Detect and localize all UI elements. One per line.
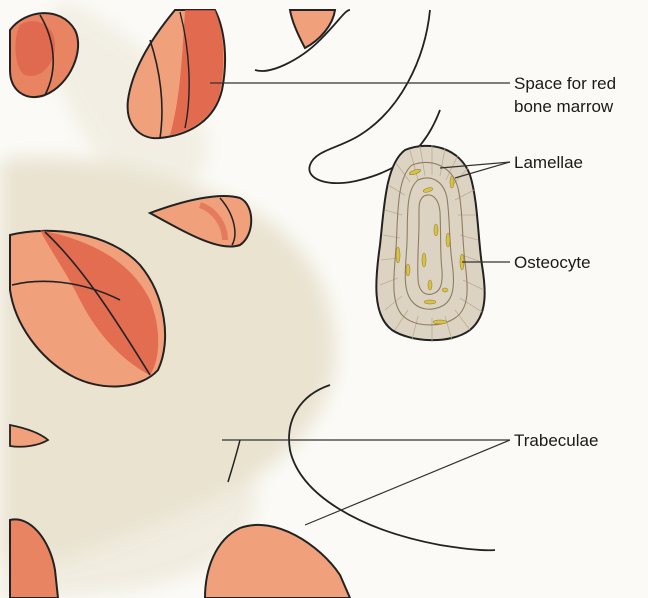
label-marrow-line1: Space for red	[514, 74, 616, 93]
label-marrow-line2: bone marrow	[514, 97, 614, 116]
label-trabeculae: Trabeculae	[514, 431, 598, 450]
label-osteocyte: Osteocyte	[514, 253, 591, 272]
label-lamellae: Lamellae	[514, 153, 583, 172]
